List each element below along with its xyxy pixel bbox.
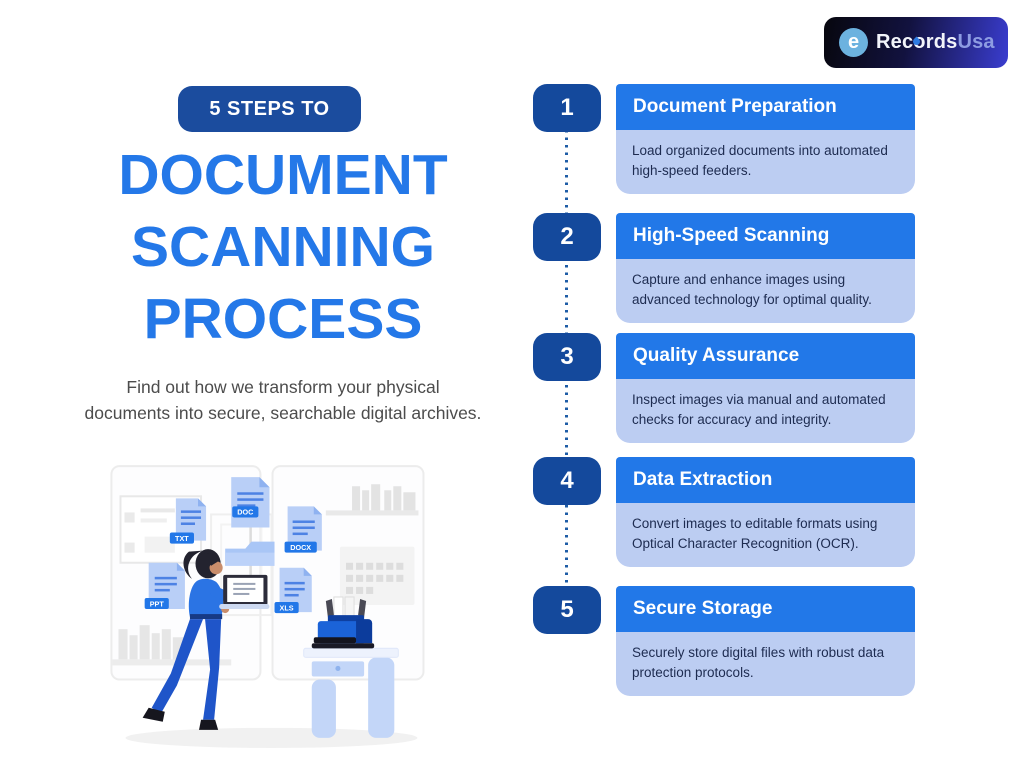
steps-badge: 5 STEPS TO	[178, 86, 361, 132]
file-label: PPT	[150, 599, 165, 608]
step-number-badge: 1	[533, 84, 601, 132]
step-card: Document Preparation Load organized docu…	[616, 84, 915, 195]
step-description: Securely store digital files with robust…	[616, 632, 915, 697]
logo-e-letter: e	[847, 31, 860, 53]
subtitle-line-2: documents into secure, searchable digita…	[84, 403, 482, 423]
step-card: Data Extraction Convert images to editab…	[616, 457, 915, 568]
step-description: Load organized documents into automated …	[616, 130, 915, 195]
title-line-3: PROCESS	[143, 287, 423, 351]
document-scanning-illustration: TXT DOC DOCX	[110, 465, 425, 748]
step-title: Document Preparation	[616, 84, 915, 130]
step-number-badge: 3	[533, 333, 601, 381]
step-number-badge: 5	[533, 586, 601, 634]
file-label: TXT	[175, 534, 189, 543]
step-card: High-Speed Scanning Capture and enhance …	[616, 213, 915, 324]
step-number-badge: 4	[533, 457, 601, 505]
title-line-1: DOCUMENT	[118, 143, 448, 207]
desk	[303, 647, 399, 738]
step-description: Capture and enhance images using advance…	[616, 259, 915, 324]
printer-icon	[311, 596, 375, 649]
file-label: DOC	[237, 508, 254, 517]
title-line-2: SCANNING	[130, 215, 435, 279]
page-title: DOCUMENT SCANNING PROCESS	[23, 139, 543, 355]
file-label: XLS	[280, 603, 294, 612]
step-title: Quality Assurance	[616, 333, 915, 379]
file-ppt-icon: PPT	[144, 562, 185, 610]
laptop-icon	[219, 574, 270, 610]
step-card: Quality Assurance Inspect images via man…	[616, 333, 915, 444]
step-title: Data Extraction	[616, 457, 915, 503]
step-title: Secure Storage	[616, 586, 915, 632]
subtitle-line-1: Find out how we transform your physical	[126, 377, 440, 397]
folder-icon	[225, 541, 275, 566]
subtitle: Find out how we transform your physical …	[42, 374, 524, 426]
step-card: Secure Storage Securely store digital fi…	[616, 586, 915, 697]
step-number-badge: 2	[533, 213, 601, 261]
file-txt-icon: TXT	[169, 498, 207, 544]
brand-name-secondary: Usa	[957, 31, 995, 53]
file-xls-icon: XLS	[274, 567, 312, 614]
step-description: Convert images to editable formats using…	[616, 503, 915, 568]
file-label: DOCX	[290, 543, 311, 552]
steps-timeline: 1 Document Preparation Load organized do…	[533, 84, 916, 704]
step-title: High-Speed Scanning	[616, 213, 915, 259]
brand-logo: e RecordsUsa	[824, 17, 1008, 68]
brand-name: RecordsUsa	[876, 31, 995, 54]
file-docx-icon: DOCX	[284, 506, 322, 553]
file-doc-icon: DOC	[231, 477, 270, 528]
step-description: Inspect images via manual and automated …	[616, 379, 915, 444]
logo-e-icon: e	[839, 28, 868, 57]
floor-shadow	[125, 727, 418, 748]
